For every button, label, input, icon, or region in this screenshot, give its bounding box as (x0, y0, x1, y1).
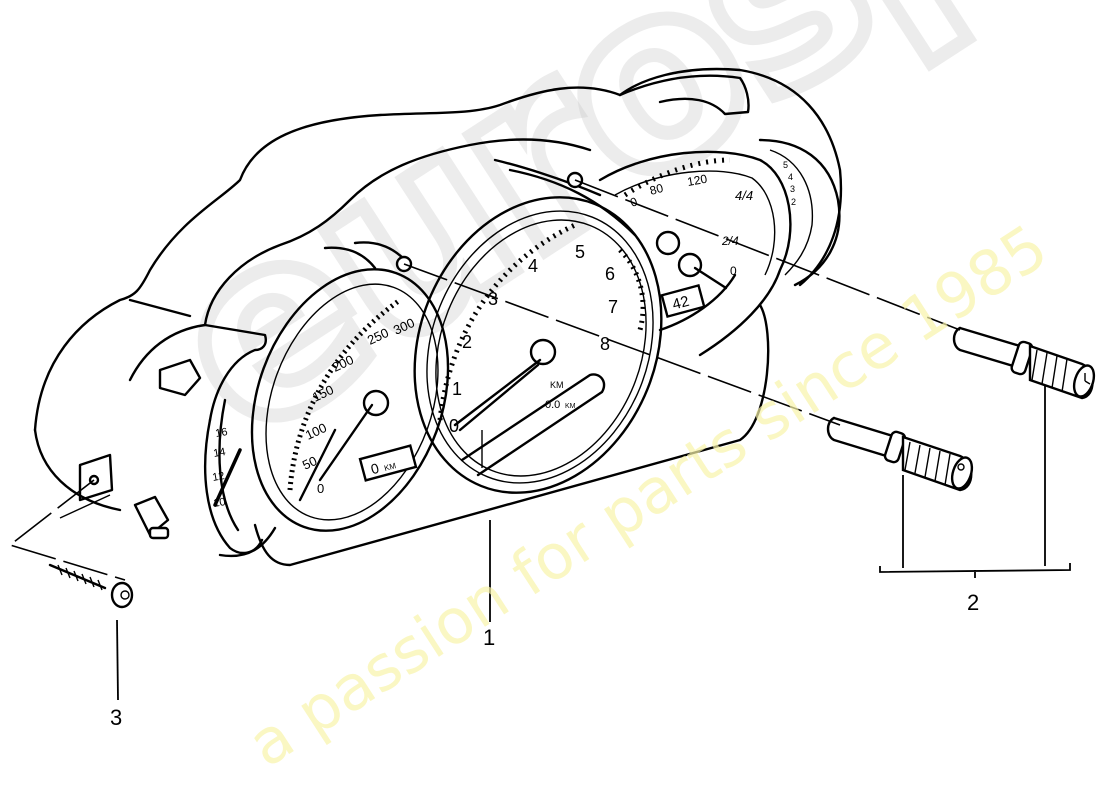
tach-label: 1 (452, 379, 462, 399)
tach-label: 3 (488, 289, 498, 309)
tach-label: 2 (462, 332, 472, 352)
tach-display-line2: 0.0 (545, 399, 560, 411)
adjustment-knob-lower (826, 416, 974, 492)
callout-1: 1 (483, 625, 496, 650)
clock-display: 42 (671, 293, 692, 314)
far-right-label: 2 (791, 197, 796, 207)
speedo-label: 0 (317, 481, 324, 496)
speedo-label: 50 (300, 453, 319, 473)
odometer-window (358, 444, 418, 482)
callout-2: 2 (967, 590, 980, 615)
far-right-label: 5 (783, 160, 788, 170)
tachometer: KM 0.0 KM 0 1 2 3 4 5 6 7 8 (413, 196, 663, 494)
speedo-label: 300 (391, 315, 417, 338)
fuel-label: 0 (730, 264, 737, 278)
tach-label: 6 (605, 264, 615, 284)
far-right-gauge: 5 4 3 2 (758, 138, 841, 287)
speedo-label: 100 (303, 420, 329, 443)
tach-label: 0 (449, 416, 459, 436)
far-right-label: 4 (788, 172, 793, 182)
odometer-unit: KM (383, 461, 397, 473)
speedo-label: 250 (365, 325, 391, 348)
tach-label: 8 (600, 334, 610, 354)
left-gauge-label: 12 (211, 470, 225, 484)
tach-label: 5 (575, 242, 585, 262)
tach-display-unit: KM (565, 403, 576, 410)
tach-label: 7 (608, 297, 618, 317)
adjustment-knob-upper (952, 326, 1096, 400)
screw (48, 563, 134, 609)
temp-label: 80 (648, 181, 665, 198)
clock-face-icon (1072, 364, 1096, 398)
left-gauge-label: 14 (212, 446, 226, 460)
fuel-label: 4/4 (735, 188, 753, 203)
assembly-lines (8, 179, 961, 581)
temp-label: 120 (686, 172, 708, 189)
left-gauge-pod: 16 14 12 10 (33, 323, 267, 555)
speedo-label: 150 (310, 382, 336, 405)
tach-display-line1: KM (550, 380, 564, 390)
odometer-value: 0 (369, 460, 381, 478)
clock-window (660, 283, 706, 319)
tach-label: 4 (528, 256, 538, 276)
far-right-label: 3 (790, 184, 795, 194)
screw-head (110, 581, 134, 609)
leader-lines (116, 385, 1071, 701)
right-combo-gauge: 42 0 80 120 4/4 2/4 0 (598, 150, 792, 357)
knob-socket-upper (655, 230, 681, 256)
knob-socket-lower (677, 252, 703, 278)
left-gauge-label: 16 (214, 426, 228, 440)
temp-label: 0 (628, 194, 639, 210)
left-gauge-label: 10 (212, 496, 226, 510)
speedometer: 0 KM 0 50 100 150 200 250 300 (250, 268, 450, 532)
callout-3: 3 (110, 705, 123, 730)
speedo-label: 200 (330, 352, 356, 375)
tach-needle-hub (529, 338, 557, 366)
